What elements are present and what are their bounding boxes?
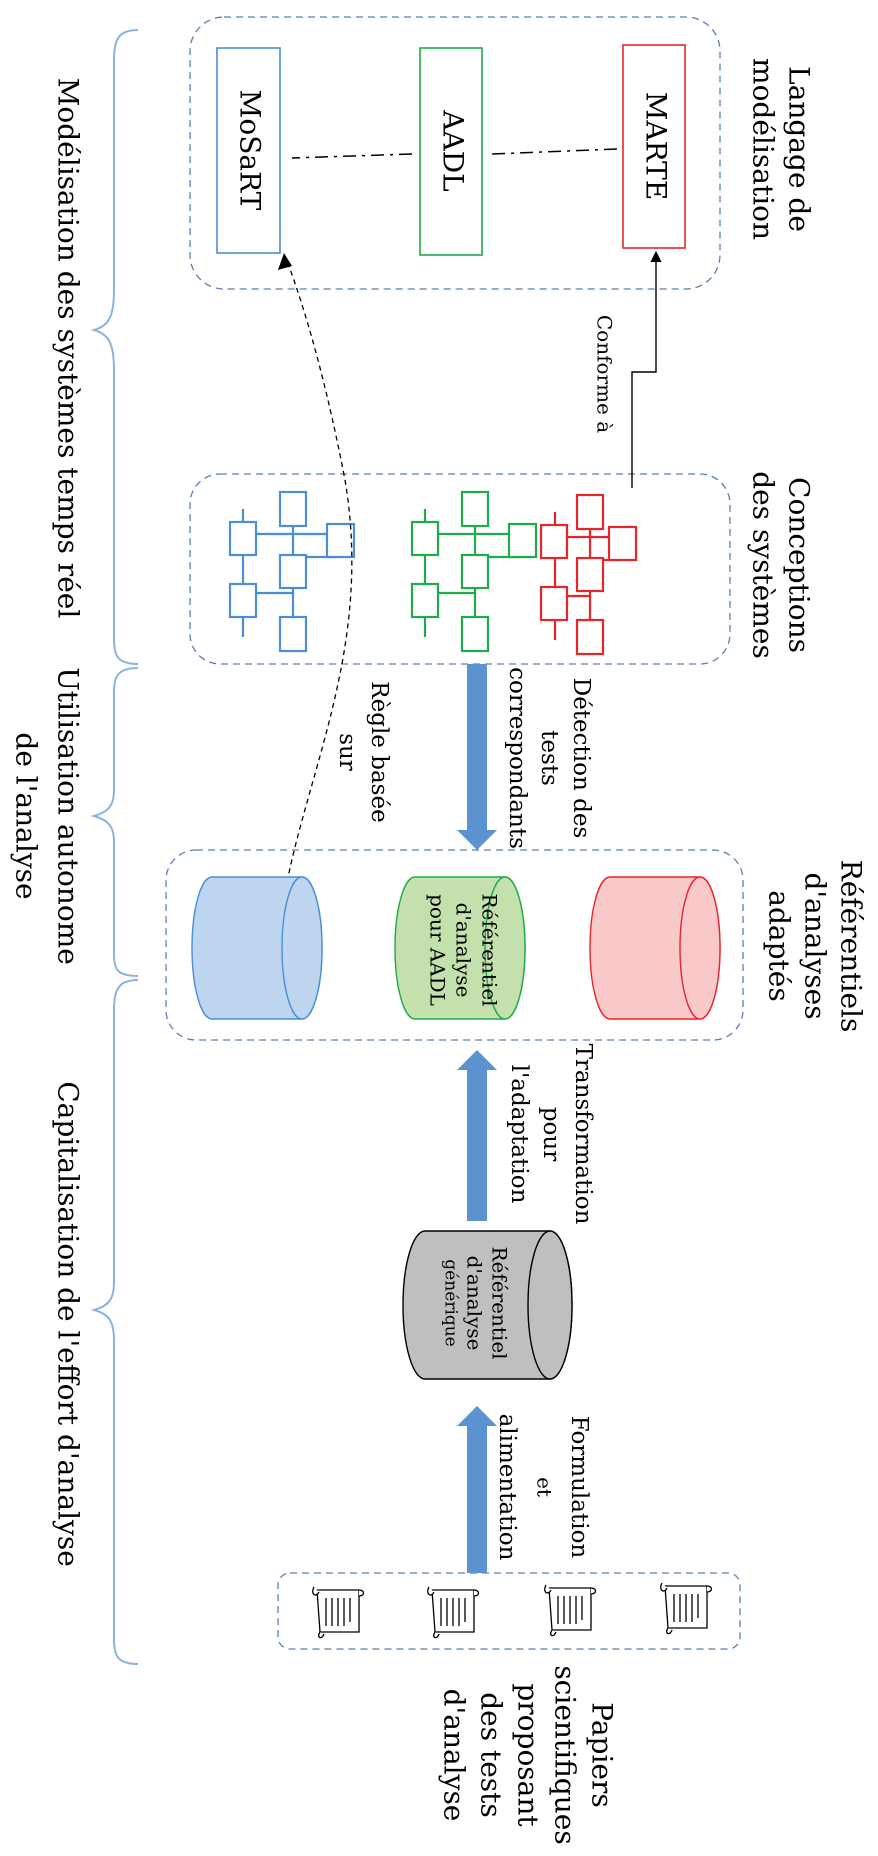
transformation-line2: pour [538,1107,564,1161]
languages-header-line1: Langage de [783,66,816,232]
referentiel-mosart-cylinder [191,876,323,1020]
papiers-line3: proposant [512,1683,545,1827]
conception-tree-aadl [410,490,538,653]
referentiels-header-line2: d'analyses [799,872,832,1019]
paper-scroll-icon [660,1582,713,1635]
formulation-line2: et [533,1477,557,1497]
referentiels-header-line3: adaptés [763,890,796,1001]
languages-group [189,16,721,290]
papiers-group [277,1572,741,1650]
marte-aadl-link [491,148,618,155]
papiers-line4: des tests [475,1692,508,1818]
mosart-box [216,47,281,254]
detection-line2: tests [536,730,562,786]
referentiels-header-line1: Référentiels [835,860,868,1033]
generique-line3: générique [441,1259,461,1346]
regle-arrowhead [278,253,292,270]
paper-scroll-icon [427,1586,480,1639]
aadl-box [419,47,483,256]
transformation-arrow [457,1050,497,1221]
detection-line3: correspondants [504,667,530,849]
marte-box [622,44,686,249]
conception-tree-marte [539,493,638,656]
generique-line1: Référentiel [488,1246,512,1359]
referentiels-group [165,849,744,1041]
referentiel-aadl-cylinder [394,876,526,1020]
aadl-referentiel-line1: Référentiel [478,893,502,1006]
referentiel-generique-cylinder [402,1230,573,1380]
regle-line2: sur [334,733,360,771]
conceptions-header-line2: des systèmes [747,471,780,659]
section-utilisation-line2: de l'analyse [10,732,43,899]
languages-header-line2: modélisation [747,58,780,240]
conceptions-group [189,473,731,665]
conception-tree-mosart [228,490,356,653]
referentiel-marte-cylinder [589,876,721,1020]
formulation-line3: alimentation [494,1414,520,1561]
detection-line1: Détection des [568,678,594,839]
conceptions-header-line1: Conceptions [783,477,816,653]
papiers-line1: Papiers [586,1702,619,1807]
aadl-mosart-link [291,153,413,159]
generique-line2: d'analyse [463,1256,487,1351]
aadl-referentiel-line3: pour AADL [426,894,450,1006]
brace-capitalisation [90,979,139,1665]
section-utilisation-line1: Utilisation autonome [52,667,85,965]
language-mosart-label: MoSaRT [234,90,267,211]
detection-arrow [457,664,497,850]
formulation-line1: Formulation [566,1416,592,1559]
conforme-arrow [631,250,662,488]
papiers-line2: scientifiques [549,1665,582,1844]
regle-line1: Règle basée [366,681,392,822]
formulation-arrow [457,1406,497,1573]
transformation-line3: l'adaptation [506,1065,532,1204]
aadl-referentiel-line2: d'analyse [452,903,476,998]
language-aadl-label: AADL [437,109,470,191]
language-marte-label: MARTE [640,92,673,201]
section-capitalisation-label: Capitalisation de l'effort d'analyse [52,1081,85,1567]
brace-utilisation [90,667,139,977]
paper-scroll-icon [312,1586,365,1639]
conforme-label: Conforme à [593,315,617,433]
papiers-line5: d'analyse [438,1689,471,1822]
transformation-line1: Transformation [570,1044,596,1225]
brace-modelisation [90,29,139,665]
section-modelisation-label: Modélisation des systèmes temps réel [52,78,85,619]
regle-dashed-arrow [285,257,353,883]
paper-scroll-icon [544,1584,597,1637]
